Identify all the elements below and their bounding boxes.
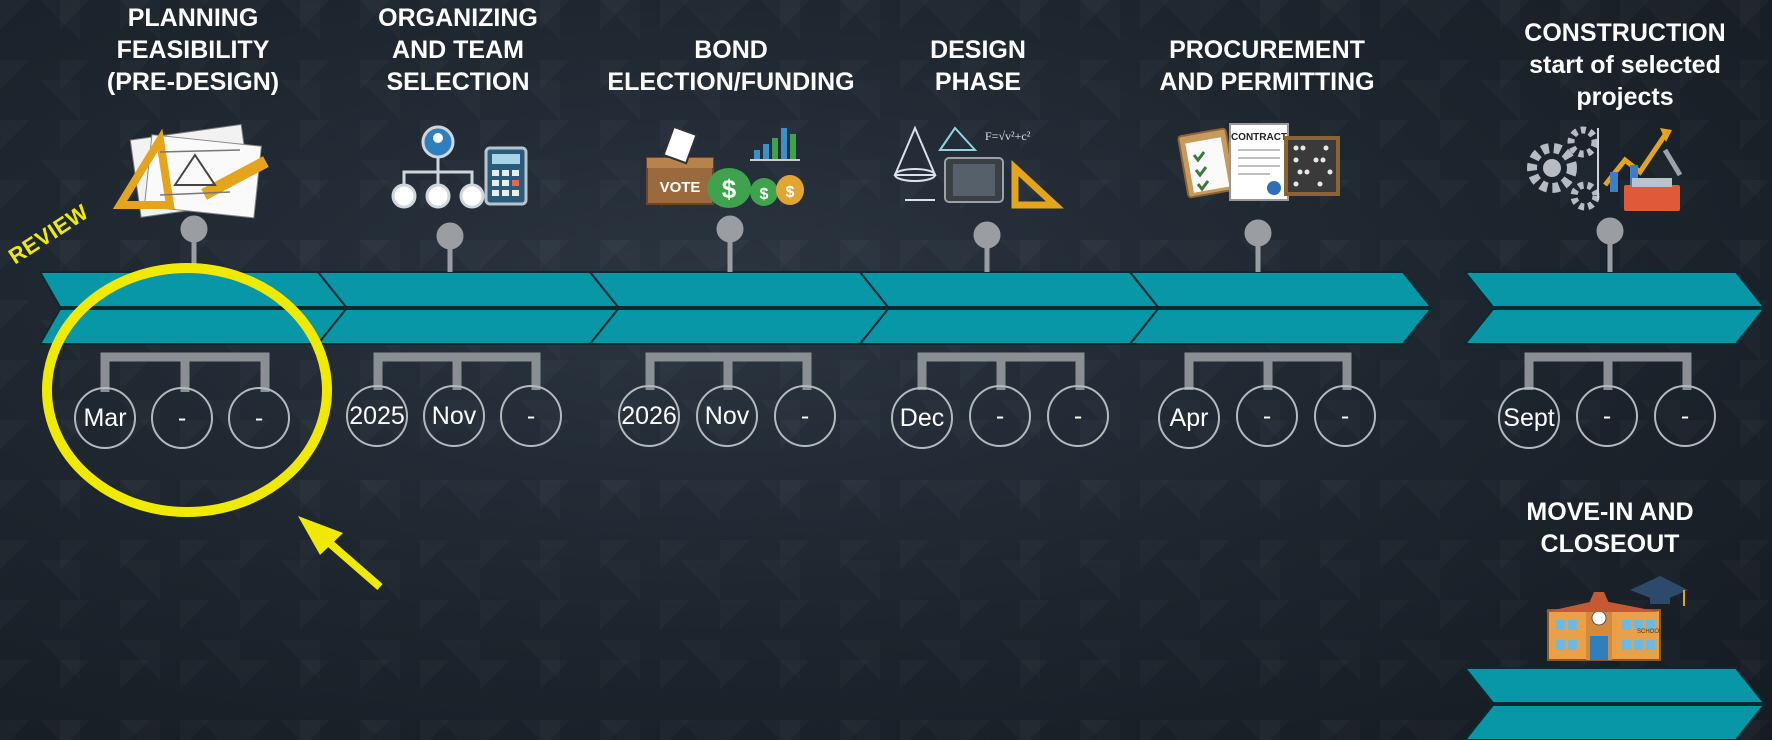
date-circle: - [1314,385,1376,447]
timeline-arrows [38,271,1767,740]
svg-text:$: $ [722,174,737,204]
school-graduation-icon: SCHOOL [1545,576,1688,661]
date-circle: Nov [696,385,758,447]
date-circle: Nov [423,385,485,447]
arrow-segment-7-top [1462,667,1767,704]
connector-4 [917,352,1085,390]
date-circle: Dec [891,387,953,449]
pin-6 [1596,217,1624,272]
arrow-segment-6-top [1462,271,1767,308]
connector-3 [645,352,812,390]
svg-text:$: $ [786,184,795,201]
arrow-segment-5-top [1127,271,1434,308]
arrow-segment-4-top [857,271,1161,308]
review-annotation [42,263,383,591]
review-highlight-circle [42,263,332,517]
pin-5 [1244,219,1272,272]
date-circle: - [1047,385,1109,447]
arrow-segment-6-bottom [1462,308,1767,345]
connector-1 [100,352,270,392]
stage-title-procurement: PROCUREMENT AND PERMITTING [1159,36,1375,96]
stage-title-organizing: ORGANIZING AND TEAM SELECTION [378,4,538,96]
arrow-segment-2-bottom [315,308,621,345]
date-circle: - [1654,385,1716,447]
vote-money-bags-icon: VOTE $ $ $ [646,125,804,208]
date-circle: - [969,385,1031,447]
arrow-segment-2-top [315,271,621,308]
date-connectors [100,352,1692,392]
date-circle: - [774,385,836,447]
team-hierarchy-calculator-icon [391,125,528,209]
stage-title-bond: BOND ELECTION/FUNDING [607,36,855,96]
gears-growth-toolbox-icon [1527,126,1683,211]
date-circle: Sept [1498,387,1560,449]
svg-text:F=√v²+c²: F=√v²+c² [985,129,1031,143]
date-circle: - [500,385,562,447]
stage-title-move-in: MOVE-IN AND CLOSEOUT [1526,498,1694,558]
geometry-tablet-icon: F=√v²+c² [893,125,1064,209]
arrow-segment-3-top [587,271,891,308]
contract-clipboard-icon: CONTRACT [1177,123,1340,201]
arrow-segment-4-bottom [857,308,1161,345]
arrow-segment-7-bottom [1463,704,1767,740]
connector-5 [1184,352,1352,390]
connector-6 [1524,352,1692,390]
drafting-tools-icon [112,123,269,219]
date-circle: 2026 [618,385,680,447]
stage-title-planning: PLANNING FEASIBILITY (PRE-DESIGN) [106,4,280,96]
vote-label: VOTE [660,179,701,196]
review-arrow-head [298,516,343,555]
stage-title-construction: CONSTRUCTION start of selected projects [1524,19,1726,111]
connector-2 [373,352,541,390]
arrow-segment-5-bottom [1127,308,1434,345]
date-circle: Apr [1158,387,1220,449]
date-circle: - [228,387,290,449]
stage-title-design: DESIGN PHASE [930,36,1026,96]
svg-text:$: $ [760,186,769,203]
pin-2 [436,222,464,272]
date-circle: Mar [74,387,136,449]
date-circle: - [1236,385,1298,447]
contract-label: CONTRACT [1231,132,1287,143]
date-circle: - [1576,385,1638,447]
pin-3 [716,215,744,272]
date-circle: 2025 [346,385,408,447]
timeline-pins [180,215,1624,272]
school-label: SCHOOL [1637,629,1663,635]
pin-4 [973,221,1001,272]
date-circle: - [151,387,213,449]
arrow-segment-3-bottom [587,308,891,345]
